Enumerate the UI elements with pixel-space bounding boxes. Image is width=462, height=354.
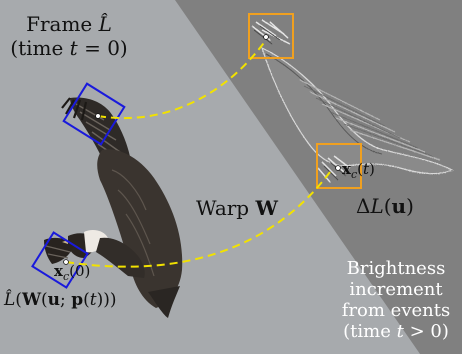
reference-patch-box: [62, 82, 126, 146]
frame-label: Frame L̂ (time t = 0): [10, 12, 128, 60]
keypoint-reference-top: [95, 113, 101, 119]
template-label: L̂(W(u; p(t))): [4, 290, 117, 310]
bird-icon: [44, 97, 183, 318]
keypoint-event-bottom: [335, 165, 341, 171]
keypoint-event-top: [263, 34, 269, 40]
warp-label: Warp W: [196, 196, 278, 220]
keypoint-reference-label: xc(0): [54, 262, 91, 283]
correspondence-curve-bottom: [65, 171, 331, 268]
keypoint-template: [63, 259, 69, 265]
event-image-background: [175, 0, 462, 354]
event-patch-box-top: [248, 13, 294, 59]
keypoint-event-label: xc(t): [342, 160, 375, 181]
template-patch-box: [31, 231, 89, 289]
event-brightness-label: ΔL(u): [356, 194, 414, 218]
event-bird-icon: [251, 19, 454, 183]
brightness-increment-label: Brightness increment from events (time t…: [341, 258, 451, 342]
correspondence-curve-top: [97, 39, 267, 120]
event-patch-box-bottom: [316, 143, 362, 189]
